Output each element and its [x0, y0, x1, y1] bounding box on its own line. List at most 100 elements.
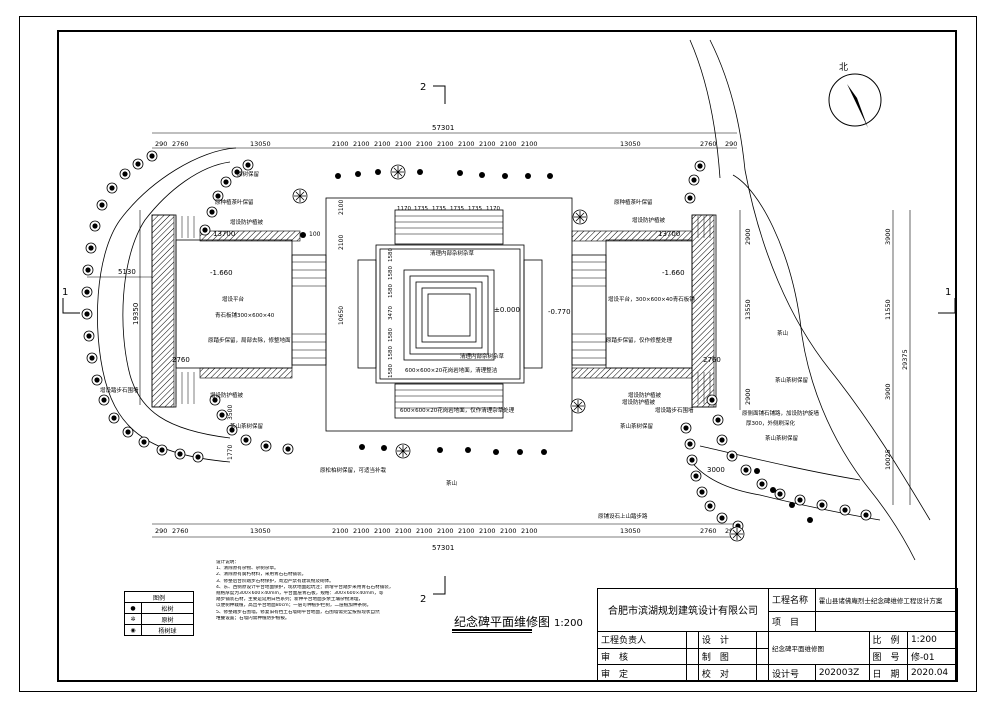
svg-text:1580: 1580: [388, 328, 394, 342]
svg-text:13050: 13050: [250, 527, 271, 535]
title-block: 合肥市滨湖规划建筑设计有限公司 工程名称 霍山县诸佛庵烈士纪念碑维修工程设计方案…: [597, 588, 959, 682]
svg-text:1580: 1580: [388, 284, 394, 298]
note-a6: 原踏步保留，局部去除，修整地面: [208, 336, 291, 344]
note-a10: 清理内部杂树杂草: [430, 249, 475, 257]
dim-right-v-2: 13550: [744, 299, 752, 320]
date-value: 2020.04: [906, 664, 959, 682]
section-label-left: 1: [62, 287, 68, 298]
item-value: [814, 610, 959, 632]
drawing-title-text: 纪念碑平面维修图: [454, 615, 551, 629]
dim-inner-left: 10650: [338, 306, 345, 325]
svg-text:2100: 2100: [416, 527, 433, 535]
dim-right2-v-2: 11550: [884, 299, 892, 320]
dim-row-bottom: 290 2760 13050 2100 2100 2100 2100 2100 …: [155, 527, 737, 535]
svg-text:2100: 2100: [374, 527, 391, 535]
svg-text:2100: 2100: [437, 527, 454, 535]
note-a13: 600×600×20花岗岩地面，仅作清理杂草处理: [400, 406, 515, 414]
svg-text:13050: 13050: [620, 527, 641, 535]
no-label: 图 号: [868, 647, 908, 666]
section-markers: [62, 85, 956, 595]
svg-text:2100: 2100: [332, 527, 349, 535]
svg-text:2100: 2100: [332, 140, 349, 148]
svg-text:2760: 2760: [172, 527, 189, 535]
section-label-bottom: 2: [420, 594, 426, 605]
svg-text:2100: 2100: [353, 140, 370, 148]
note-a2: 原种植茶叶保留: [215, 198, 254, 206]
section-label-right: 1: [945, 287, 951, 298]
svg-text:1580: 1580: [388, 364, 394, 378]
memorial-plaza: [325, 197, 573, 432]
check-label: 校 对: [697, 664, 757, 682]
note-a11: 清理内部杂树杂草: [460, 352, 505, 360]
svg-text:13050: 13050: [250, 140, 271, 148]
svg-text:1735: 1735: [468, 206, 482, 212]
scale-value: 1:200: [906, 630, 959, 649]
section-label-top: 2: [420, 82, 426, 93]
elev-right: -1.660: [662, 269, 685, 277]
company-name: 合肥市滨湖规划建筑设计有限公司: [597, 588, 769, 632]
elev-right-inner: -0.770: [548, 308, 571, 316]
svg-text:2760: 2760: [700, 140, 717, 148]
svg-text:3470: 3470: [388, 306, 394, 320]
dim-right-v-3: 2900: [744, 388, 752, 405]
dim-small-2: 1770: [227, 445, 234, 460]
svg-text:1735: 1735: [432, 206, 446, 212]
svg-text:1580: 1580: [388, 248, 394, 262]
approve-label: 审 定: [597, 664, 687, 682]
drawing-sheet: [19, 16, 977, 692]
tree-icon: ✲: [123, 613, 143, 625]
svg-text:2760: 2760: [700, 527, 717, 535]
north-arrow: 北: [828, 62, 882, 128]
project-name: 霍山县诸佛庵烈士纪念碑维修工程设计方案: [814, 588, 959, 612]
note-a16: 原种植茶叶保留: [614, 198, 653, 206]
svg-text:1580: 1580: [388, 346, 394, 360]
project-name-label: 工程名称: [767, 588, 816, 612]
dim-small-3: 100: [309, 231, 321, 238]
dim-inner-top-v2: 2100: [338, 235, 345, 250]
note-a7: 增设踏步石围墙: [100, 386, 139, 394]
svg-text:290: 290: [155, 140, 167, 148]
hedges: [151, 214, 715, 408]
note-a15: 茶山: [446, 479, 457, 487]
note-a1: 原树保留: [237, 170, 260, 178]
svg-text:1170: 1170: [486, 206, 500, 212]
svg-text:2100: 2100: [458, 527, 475, 535]
svg-text:1580: 1580: [388, 266, 394, 280]
svg-text:2100: 2100: [479, 140, 496, 148]
note-a20: 增设防护植被: [628, 391, 662, 399]
elevations: ±0.000 -1.660 -1.660 -0.770: [210, 269, 685, 316]
note-a12: 600×600×20花岗岩地面，清理整洁: [405, 366, 498, 374]
note-a29: 茶山茶树保留: [765, 434, 799, 442]
draw-label: 制 图: [697, 647, 757, 666]
legend-title: 图例: [124, 591, 194, 603]
plaza-step-lines: [395, 215, 503, 409]
dim-row-top: 290 2760 13050 2100 2100 2100 2100 2100 …: [155, 140, 737, 148]
note-a27: 增设踏步石围墙: [655, 406, 694, 414]
dim-right2-v-3: 3900: [884, 383, 892, 400]
note-a25: 茶山茶树保留: [775, 376, 809, 384]
svg-text:2760: 2760: [172, 140, 189, 148]
dim-right2-v-4: 10025: [884, 449, 892, 470]
svg-text:290: 290: [155, 527, 167, 535]
note-a17: 增设防护植被: [632, 216, 666, 224]
elev-center: ±0.000: [494, 306, 520, 314]
svg-text:2100: 2100: [416, 140, 433, 148]
drawing-scale: 1:200: [554, 618, 583, 629]
annotations: 原树保留 原种植茶叶保留 增设防护植被 增设平台 青石板铺300×600×40 …: [100, 170, 820, 520]
date-label: 日 期: [868, 664, 908, 682]
dim-path-width: 3000: [707, 466, 725, 474]
svg-text:2100: 2100: [458, 140, 475, 148]
note-a9: 茶山茶树保留: [230, 422, 264, 430]
dim-small-1: 3500: [227, 405, 234, 420]
note-a24: 茶山: [777, 329, 788, 337]
note-a5: 青石板铺300×600×40: [215, 311, 275, 319]
drawing-frame: [57, 30, 957, 682]
dim-total-top: 57301: [432, 124, 454, 132]
dimension-lines: [87, 132, 911, 538]
note-a18: 增设平台，300×600×40青石板铺: [608, 295, 695, 303]
note-a22: 厚300，外侧刷深化: [746, 419, 795, 427]
dim-left-offset: 5130: [118, 268, 136, 276]
elev-left: -1.660: [210, 269, 233, 277]
dim-right-v-1: 2900: [744, 228, 752, 245]
